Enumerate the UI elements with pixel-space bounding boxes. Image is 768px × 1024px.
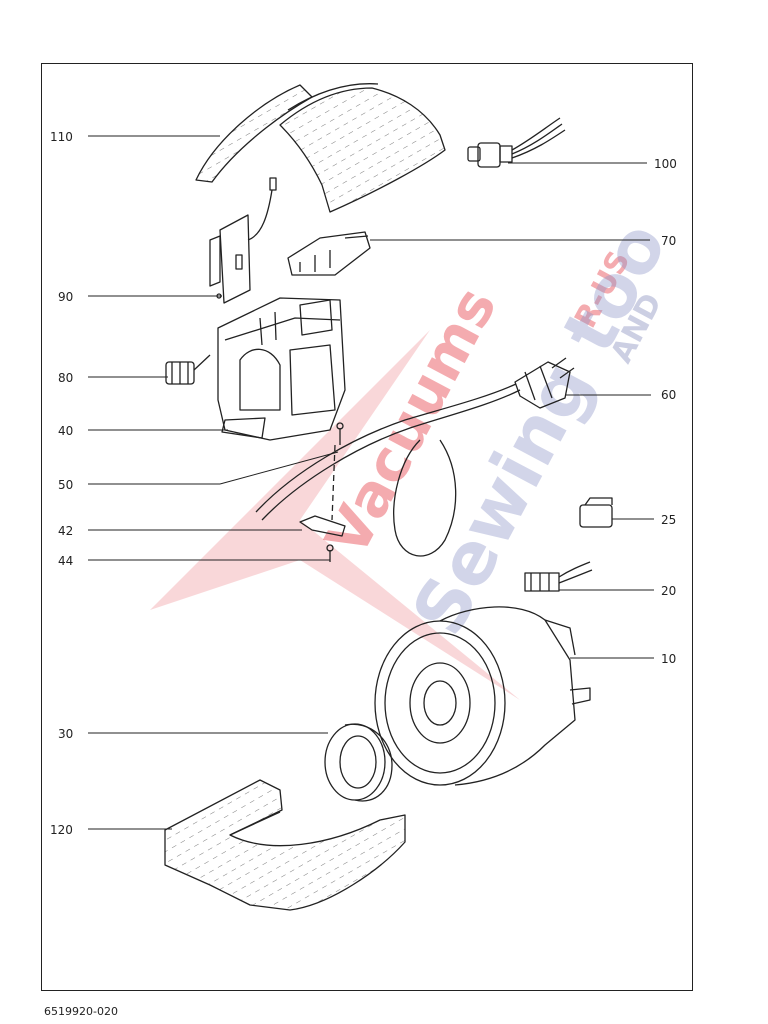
part-90-board bbox=[209, 177, 277, 304]
callout-30: 30 bbox=[58, 727, 73, 741]
part-25-cap bbox=[579, 497, 613, 528]
part-110-cover bbox=[195, 83, 446, 213]
part-10-motor bbox=[374, 606, 591, 786]
part-100-switch bbox=[467, 117, 566, 168]
part-44-screw bbox=[326, 544, 334, 562]
part-120-foam bbox=[164, 779, 406, 911]
drawing-frame bbox=[41, 63, 693, 991]
part-20-connector bbox=[524, 561, 593, 592]
callout-25: 25 bbox=[661, 513, 676, 527]
callout-50: 50 bbox=[58, 478, 73, 492]
callout-20: 20 bbox=[661, 584, 676, 598]
part-80-clip bbox=[165, 354, 211, 385]
callout-90: 90 bbox=[58, 290, 73, 304]
part-60-cord-plug bbox=[255, 357, 575, 557]
callout-110: 110 bbox=[50, 130, 73, 144]
leader-lines bbox=[88, 135, 654, 830]
callout-10: 10 bbox=[661, 652, 676, 666]
callout-42: 42 bbox=[58, 524, 73, 538]
callout-120: 120 bbox=[50, 823, 73, 837]
callout-80: 80 bbox=[58, 371, 73, 385]
callout-60: 60 bbox=[661, 388, 676, 402]
part-40-housing bbox=[217, 297, 346, 441]
part-30-seal bbox=[324, 723, 393, 802]
callout-40: 40 bbox=[58, 424, 73, 438]
document-code: 6519920-020 bbox=[44, 1005, 118, 1018]
callout-44: 44 bbox=[58, 554, 73, 568]
callout-70: 70 bbox=[661, 234, 676, 248]
part-42-bracket bbox=[299, 422, 346, 537]
part-70-holder bbox=[287, 231, 371, 276]
callout-100: 100 bbox=[654, 157, 677, 171]
